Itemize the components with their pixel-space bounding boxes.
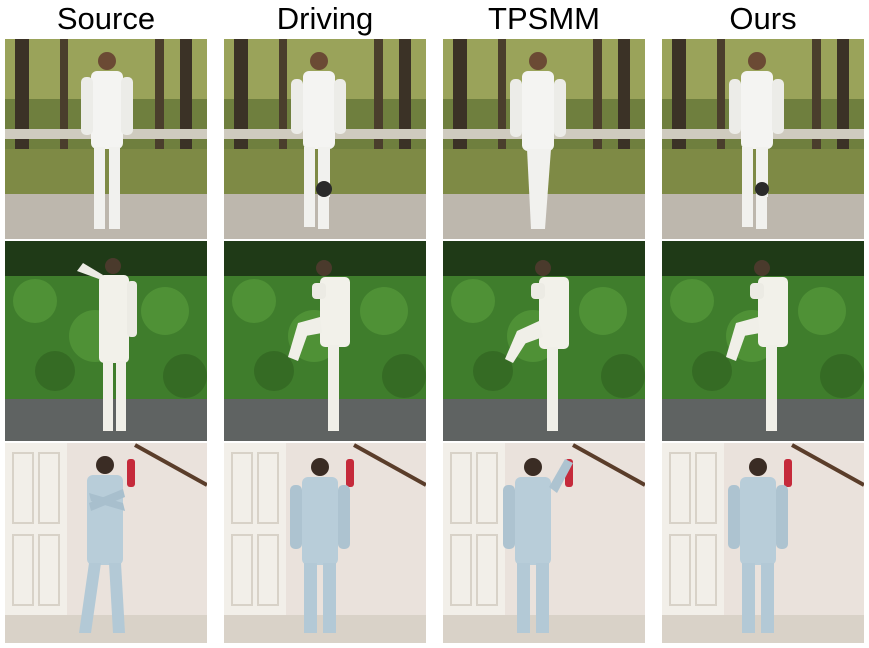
column-header-tpsmm: TPSMM xyxy=(488,1,600,36)
column-header-ours: Ours xyxy=(729,1,797,36)
image-hedge-source xyxy=(5,241,207,441)
image-room-tpsmm xyxy=(443,443,645,643)
image-park-ours xyxy=(662,39,864,239)
image-park-tpsmm xyxy=(443,39,645,239)
image-park-driving xyxy=(224,39,426,239)
column-header-source: Source xyxy=(56,1,156,36)
image-hedge-driving xyxy=(224,241,426,441)
image-hedge-ours xyxy=(662,241,864,441)
image-room-source xyxy=(5,443,207,643)
column-header-driving: Driving xyxy=(276,1,374,36)
image-hedge-tpsmm xyxy=(443,241,645,441)
image-room-driving xyxy=(224,443,426,643)
image-room-ours xyxy=(662,443,864,643)
image-park-source xyxy=(5,39,207,239)
